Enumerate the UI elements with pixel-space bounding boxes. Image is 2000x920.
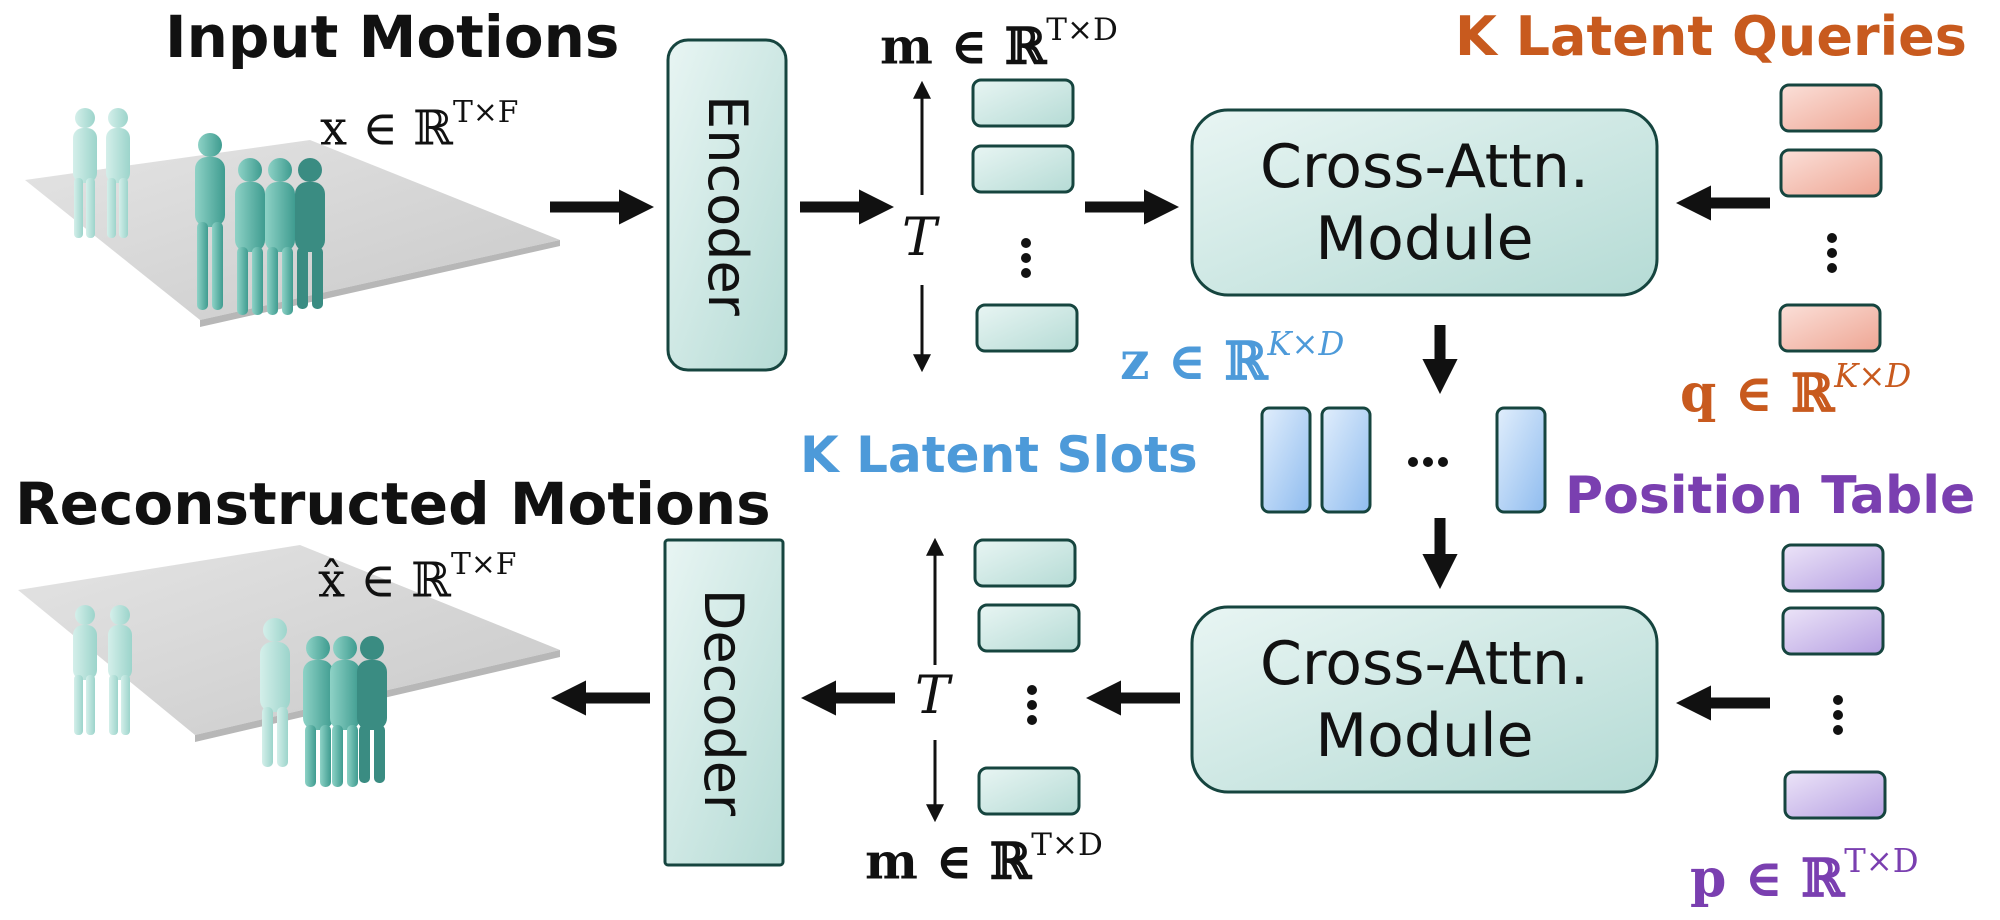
z-shape-label: z ∈ ℝK×D	[1120, 325, 1345, 393]
input-figure-dark-3	[265, 158, 295, 315]
top-t-label: T	[902, 208, 937, 268]
cross-attn-module-top-box	[1190, 108, 1659, 297]
p-shape-label: p ∈ ℝT×D	[1690, 842, 1919, 910]
output-motion-scene	[18, 545, 560, 787]
cross-attn-module-top-label: Cross-Attn.Module	[1260, 131, 1589, 274]
encoder-label: Encoder	[695, 94, 759, 316]
output-figure-light-2	[108, 605, 132, 735]
decoder-box	[663, 538, 785, 867]
cross-attn-module-bottom-label: Cross-Attn.Module	[1260, 628, 1589, 771]
top-m-shape-label: m ∈ ℝT×D	[880, 12, 1118, 76]
latent-queries-title: K Latent Queries	[1455, 5, 1967, 68]
input-figure-light-1	[73, 108, 97, 238]
cross-attn-module-bottom-box	[1190, 605, 1659, 794]
input-motion-scene	[25, 108, 560, 327]
input-figure-dark-1	[195, 133, 225, 310]
encoder-box	[666, 38, 788, 372]
output-figure-light-1	[73, 605, 97, 735]
input-figure-dark-2	[235, 158, 265, 315]
latent-query-stack	[1778, 83, 1883, 353]
bottom-token-dots	[1027, 685, 1037, 725]
latent-slots-title: K Latent Slots	[800, 426, 1198, 484]
output-figure-dark-2	[303, 636, 333, 787]
latent-query-dots	[1827, 233, 1837, 273]
output-figure-dark-3	[330, 636, 360, 787]
top-token-dots	[1021, 238, 1031, 278]
bottom-t-label: T	[915, 666, 950, 726]
input-shape-label: x ∈ ℝT×F	[320, 95, 519, 157]
input-figure-light-2	[106, 108, 130, 238]
reconstructed-motions-title: Reconstructed Motions	[15, 470, 771, 538]
q-shape-label: q ∈ ℝK×D	[1680, 357, 1912, 425]
t-dimension-arrows	[913, 80, 944, 823]
output-shape-label: x̂ ∈ ℝT×F	[318, 547, 517, 609]
output-figure-dark-1	[260, 618, 290, 767]
output-floor-plane	[18, 545, 560, 735]
flow-arrows	[550, 185, 1770, 721]
input-motions-title: Input Motions	[165, 3, 620, 71]
position-table-dots	[1833, 695, 1843, 735]
output-figure-dark-4	[357, 636, 387, 783]
latent-slot-stack	[1260, 406, 1547, 514]
decoder-label: Decoder	[692, 588, 756, 817]
top-token-stack	[971, 78, 1079, 353]
bottom-m-shape-label: m ∈ ℝT×D	[865, 827, 1103, 891]
position-table-stack	[1781, 543, 1887, 820]
bottom-token-stack	[973, 538, 1081, 816]
position-table-title: Position Table	[1565, 466, 1976, 526]
latent-slot-dots	[1408, 457, 1448, 467]
input-figure-dark-4	[295, 158, 325, 309]
